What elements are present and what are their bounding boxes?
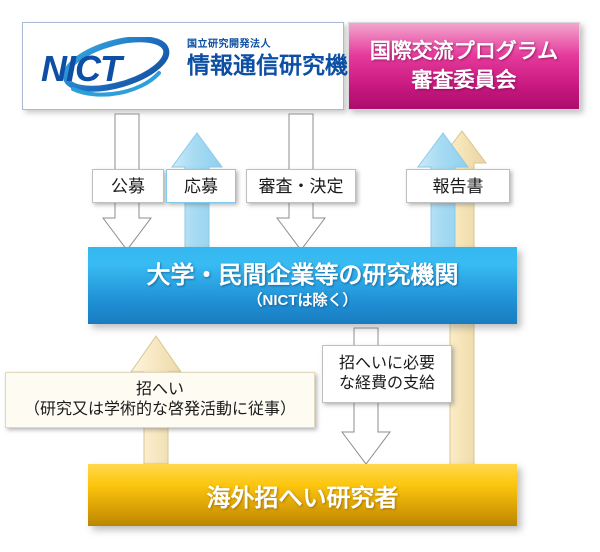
- committee-box: 国際交流プログラム 審査委員会: [348, 22, 580, 110]
- label-houkokusho-text: 報告書: [432, 176, 484, 196]
- label-keihi-line1: 招へいに必要: [338, 355, 435, 372]
- label-shouhei-line1: 招へい: [135, 381, 184, 398]
- researcher-box: 海外招へい研究者: [88, 464, 517, 526]
- label-koubo: 公募: [92, 169, 164, 203]
- institution-line2: （NICTは除く）: [247, 291, 358, 309]
- label-keihi: 招へいに必要 な経費の支給: [322, 345, 452, 403]
- institution-box: 大学・民間企業等の研究機関 （NICTは除く）: [88, 247, 517, 324]
- label-shouhei: 招へい （研究又は学術的な啓発活動に従事）: [5, 372, 315, 428]
- researcher-label: 海外招へい研究者: [206, 484, 399, 512]
- committee-line1: 国際交流プログラム: [369, 40, 559, 63]
- committee-line2: 審査委員会: [411, 69, 517, 92]
- nict-org-name: 情報通信研究機構: [187, 52, 371, 78]
- institution-line1: 大学・民間企業等の研究機関: [146, 261, 459, 289]
- nict-org-type: 国立研究開発法人: [187, 39, 271, 50]
- label-houkokusho: 報告書: [406, 169, 510, 203]
- label-oubo: 応募: [166, 169, 236, 203]
- svg-text:NICT: NICT: [41, 48, 125, 89]
- label-shinsa-text: 審査・決定: [258, 176, 344, 196]
- label-keihi-line2: な経費の支給: [338, 375, 435, 392]
- nict-header-box: NICT 国立研究開発法人 情報通信研究機構: [22, 22, 371, 110]
- label-koubo-text: 公募: [111, 176, 145, 196]
- label-oubo-text: 応募: [184, 176, 218, 196]
- nict-logo-icon: NICT: [37, 36, 187, 97]
- label-shouhei-line2: （研究又は学術的な啓発活動に従事）: [23, 401, 296, 418]
- label-shinsa: 審査・決定: [246, 169, 356, 203]
